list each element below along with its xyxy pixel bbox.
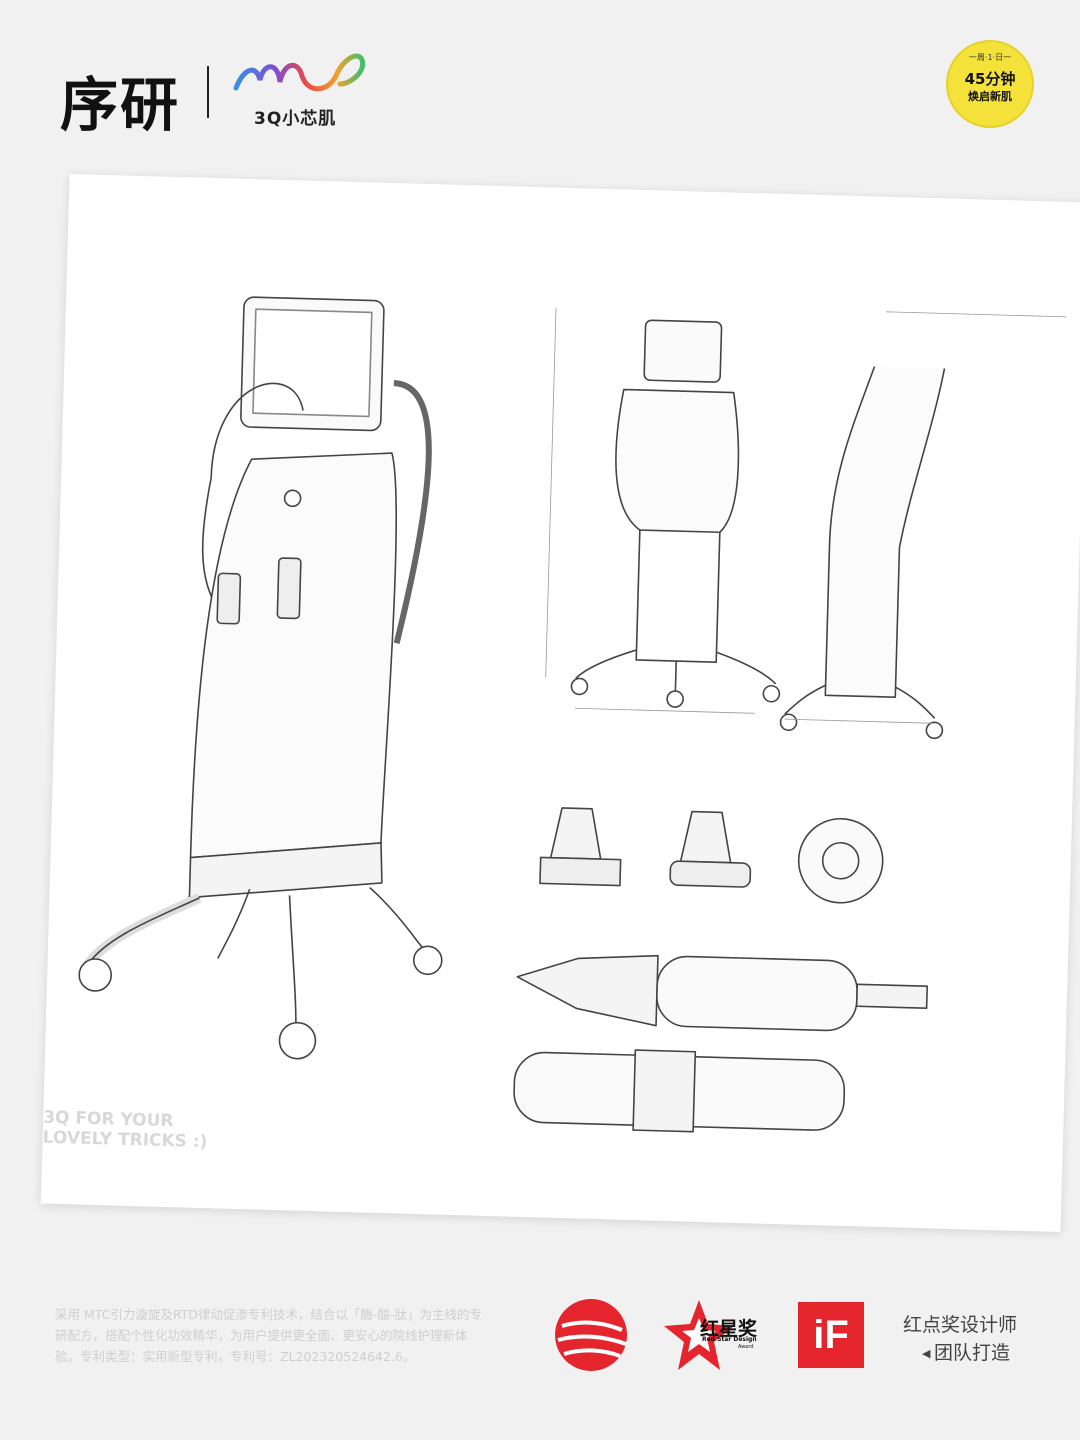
main-device-sketch — [78, 296, 443, 1060]
red-star-cn: 红星奖 — [700, 1318, 758, 1340]
red-dot-award-icon — [555, 1299, 627, 1371]
design-sheet: 3Q FOR YOUR LOVELY TRICKS :) — [40, 173, 1080, 1233]
red-star-award-logo: 红星奖 Red Star Design Award — [664, 1298, 760, 1372]
if-award-logo: iF — [798, 1302, 864, 1368]
brand-title: 序研 — [60, 71, 181, 139]
device-sketches — [78, 296, 1066, 1133]
if-label: iF — [813, 1312, 849, 1357]
award-text-line-1: 红点奖设计师 — [903, 1314, 1018, 1336]
sheet-slogan: 3Q FOR YOUR LOVELY TRICKS :) — [42, 1108, 208, 1153]
duration-badge: 一周·1·日一 45分钟 焕启新肌 — [946, 40, 1034, 128]
red-star-en2: Award — [738, 1344, 754, 1350]
dimension-lines — [545, 307, 1066, 724]
red-star-icon — [664, 1300, 734, 1370]
handpieces-sketch — [513, 954, 929, 1133]
red-star-en1: Red Star Design — [702, 1336, 757, 1343]
badge-main-text: 45分钟 — [964, 70, 1016, 88]
award-text-line-2-label: 团队打造 — [933, 1342, 1010, 1364]
side-view-sketch — [779, 366, 946, 740]
logo-subtitle: 3Q小芯肌 — [254, 109, 337, 129]
play-arrow-icon: ◀ — [922, 1347, 934, 1360]
award-text-line-2: ◀ 团队打造 — [922, 1338, 1010, 1365]
badge-top-text: 一周·1·日一 — [968, 53, 1012, 62]
front-view-sketch — [570, 319, 781, 708]
badge-sub-text: 焕启新肌 — [968, 90, 1012, 103]
attachment-heads-sketch — [539, 807, 884, 904]
brand-divider — [207, 66, 209, 118]
3q-logo-icon — [233, 53, 366, 92]
product-description: 采用 MTC引力漩旋及RTD律动促渗专利技术，结合以「酶-酸-肽」为主线的专研配… — [55, 1307, 482, 1364]
